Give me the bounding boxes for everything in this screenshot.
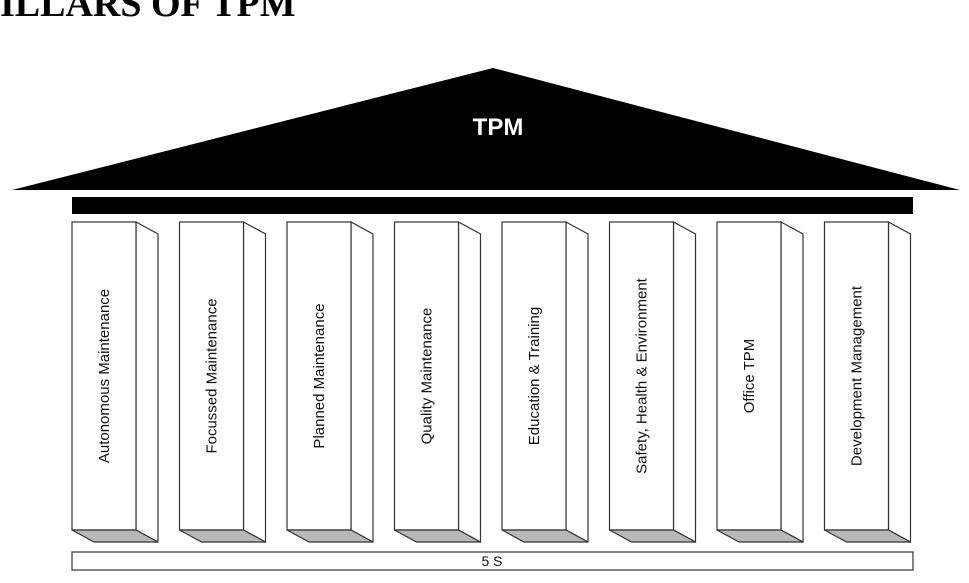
pillar-bottom <box>179 529 266 543</box>
pillar-bottom <box>609 529 696 543</box>
pillar-label: Safety, Health & Environment <box>634 277 651 473</box>
pillar-label: Education & Training <box>526 307 543 445</box>
pillar-bottom <box>286 529 374 543</box>
pillar: Planned Maintenance <box>286 220 374 544</box>
pillar-bottom <box>394 529 481 543</box>
page-title: ILLARS OF TPM <box>0 0 296 25</box>
pillar: Focussed Maintenance <box>178 220 267 544</box>
pillar-side <box>887 220 912 544</box>
pillar: Safety, Health & Environment <box>608 220 697 544</box>
pillars-group: Autonomous Maintenance Focussed Maintenan… <box>71 220 912 544</box>
pillar-label: Autonomous Maintenance <box>96 289 113 463</box>
pillar-side <box>565 220 589 544</box>
pillar-face <box>716 221 782 531</box>
pillar-label: Development Management <box>849 285 866 466</box>
pillar-bottom <box>71 529 159 543</box>
roof: TPM <box>12 68 960 190</box>
pillar-face <box>823 221 890 531</box>
pillar-face <box>286 221 352 531</box>
pillar-bottom <box>501 529 589 543</box>
pillar-label: Office TPM <box>741 339 758 413</box>
roof-triangle <box>12 68 960 190</box>
pillar-side <box>135 220 159 544</box>
pillar-face <box>393 221 460 531</box>
pillar-face <box>608 221 675 531</box>
pillar-side <box>457 220 482 544</box>
pillar: Quality Maintenance <box>393 220 482 544</box>
pillar-label: Focussed Maintenance <box>204 298 221 453</box>
pillar: Development Management <box>823 220 912 544</box>
base-plinth <box>71 551 914 571</box>
pillar-face <box>178 221 245 531</box>
roof-label: TPM <box>473 114 524 141</box>
pillar-face <box>501 221 567 531</box>
pillar: Education & Training <box>501 220 589 544</box>
pillar-side <box>242 220 267 544</box>
base: 5 S <box>71 551 914 571</box>
pillar-side <box>780 220 804 544</box>
pillar-bottom <box>716 529 804 543</box>
pillar-label: Quality Maintenance <box>419 308 436 445</box>
pillar: Autonomous Maintenance <box>71 220 159 544</box>
pillar: Office TPM <box>716 220 804 544</box>
pillar-bottom <box>824 529 911 543</box>
roof-beam <box>72 197 913 214</box>
base-label: 5 S <box>481 553 502 569</box>
pillar-face <box>71 221 137 531</box>
pillar-label: Planned Maintenance <box>311 303 328 448</box>
pillar-side <box>672 220 697 544</box>
pillar-side <box>350 220 374 544</box>
